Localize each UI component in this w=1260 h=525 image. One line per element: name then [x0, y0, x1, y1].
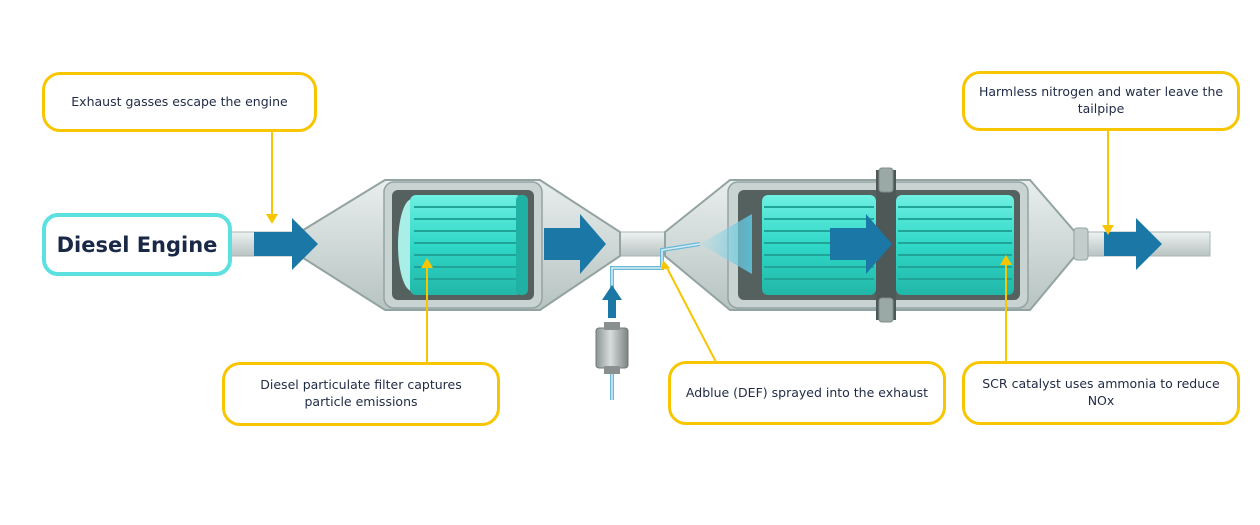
def-spray-cone [700, 214, 752, 274]
def-tank [595, 322, 629, 374]
diesel-engine-label: Diesel Engine [42, 213, 232, 276]
flow-arrow-engine [254, 218, 318, 270]
callout-adblue: Adblue (DEF) sprayed into the exhaust [668, 361, 946, 425]
callout-tailpipe: Harmless nitrogen and water leave the ta… [962, 71, 1240, 131]
leader-adblue [665, 265, 717, 363]
callout-exhaust: Exhaust gasses escape the engine [42, 72, 317, 132]
flow-arrow-tailpipe [1104, 218, 1162, 270]
dpf-filter [398, 195, 528, 295]
leader-arrowheads [266, 214, 1114, 270]
callout-dpf: Diesel particulate filter captures parti… [222, 362, 500, 426]
callout-scr: SCR catalyst uses ammonia to reduce NOx [962, 361, 1240, 425]
flow-arrow-scr [830, 214, 892, 274]
def-flow-arrow [602, 285, 622, 318]
scr-catalyst-2 [896, 195, 1014, 295]
tailpipe-collar [1073, 227, 1089, 261]
callout-leaders [271, 130, 1109, 363]
flow-arrow-dpf-out [544, 214, 606, 274]
